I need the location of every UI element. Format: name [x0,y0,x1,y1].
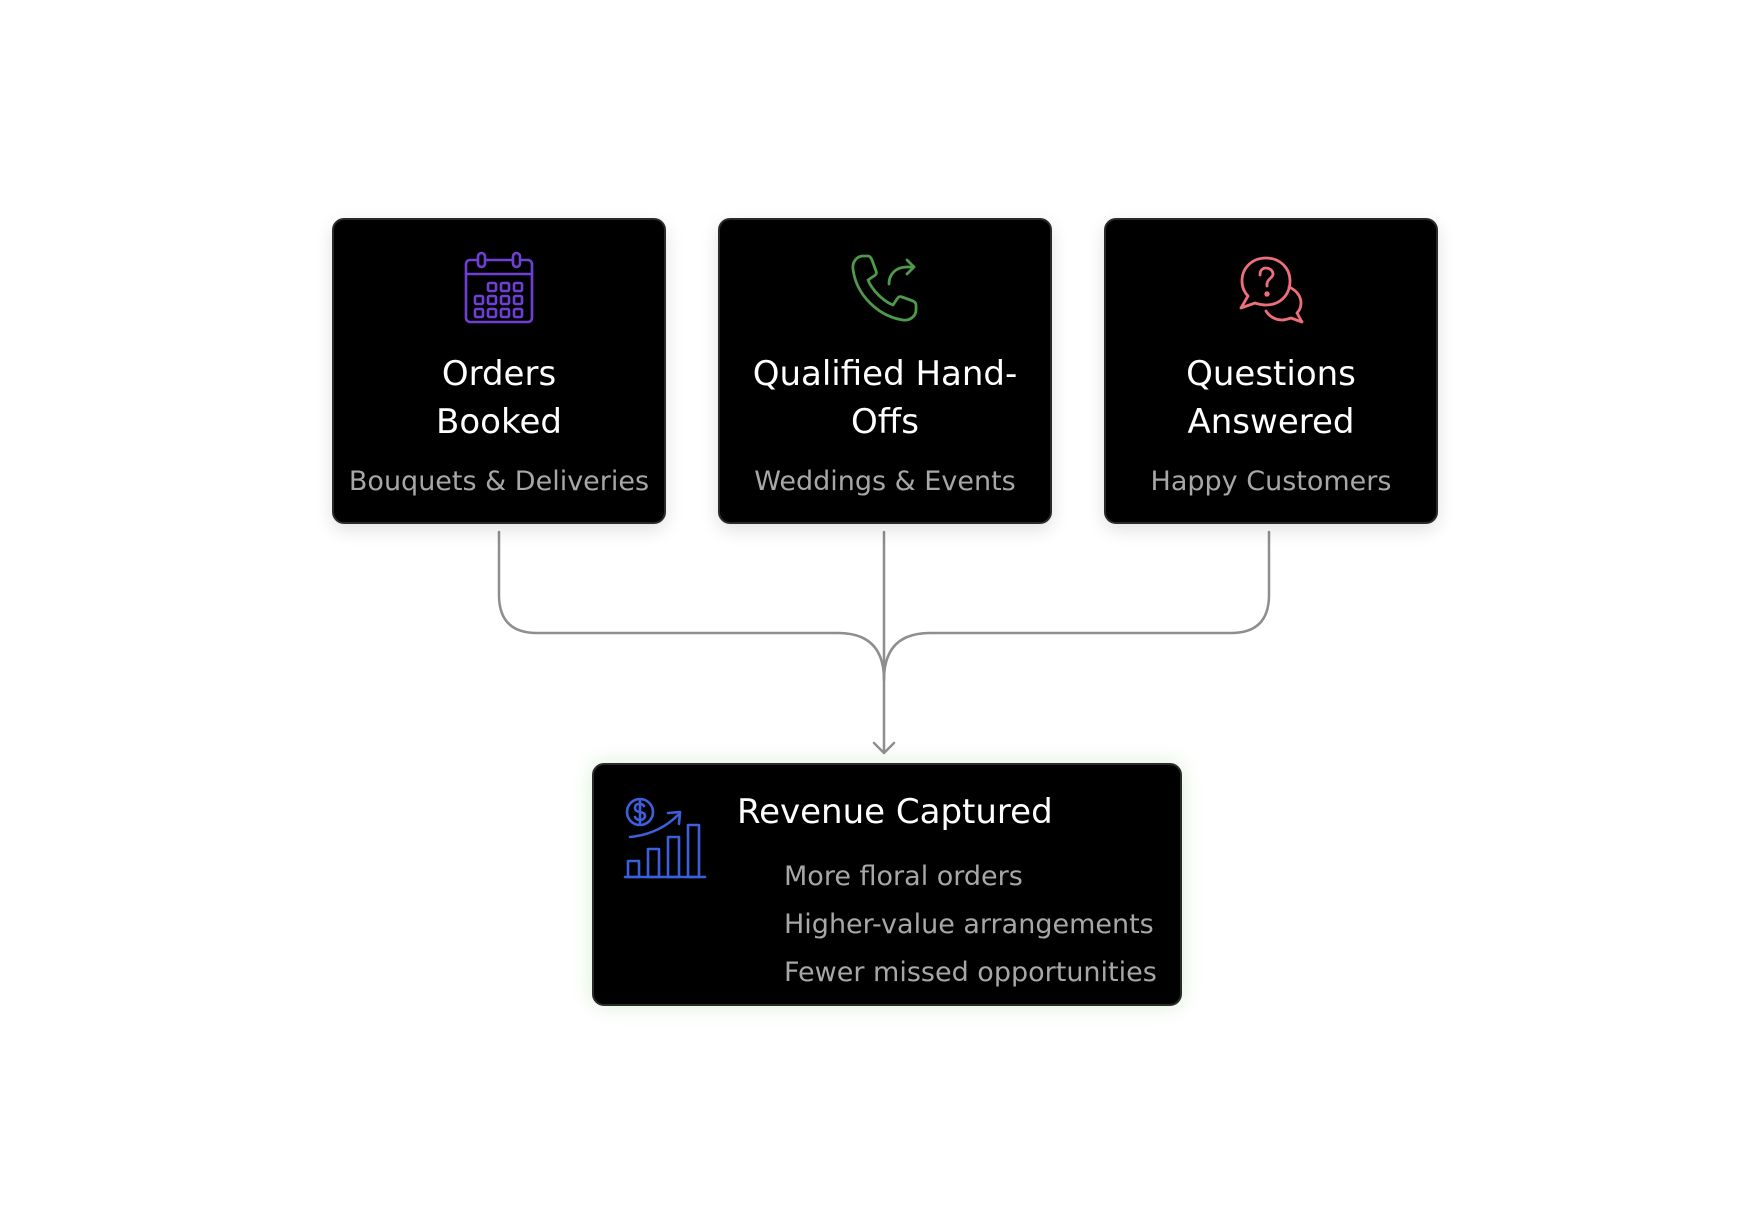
card-subtitle: Weddings & Events [754,466,1016,497]
revenue-growth-icon [623,797,707,879]
result-list-item: Higher-value arrangements [784,909,1154,940]
connector-right [882,530,1271,682]
phone-forward-icon [851,254,918,322]
card-subtitle: Bouquets & Deliveries [348,466,650,497]
result-list-item: More floral orders [784,861,1023,892]
card-title-line-1: Questions [1186,354,1356,394]
card-title: Questions Answered [1116,350,1426,446]
card-title-line-1: Orders [441,354,557,394]
card-title: Qualified Hand- Offs [730,350,1040,446]
card-title-line-2: Offs [851,402,919,442]
connector-left [497,530,886,682]
card-title-line-2: Answered [1187,402,1355,442]
revenue-captured-card: Revenue Captured More floral orders High… [592,763,1182,1006]
card-questions-answered: Questions Answered Happy Customers [1104,218,1438,524]
card-qualified-handoffs: Qualified Hand- Offs Weddings & Events [718,218,1052,524]
card-title-line-2: Booked [436,402,562,442]
card-subtitle: Happy Customers [1150,466,1392,497]
connector-arrowhead [872,741,896,755]
card-title-line-1: Qualified Hand- [752,354,1018,394]
calendar-icon [464,251,534,324]
question-chat-icon [1239,256,1304,324]
result-list: More floral orders Higher-value arrangem… [784,853,1157,997]
result-title: Revenue Captured [737,792,1053,832]
card-orders-booked: Orders Booked Bouquets & Deliveries [332,218,666,524]
result-list-item: Fewer missed opportunities [784,957,1157,988]
card-title: Orders Booked [344,350,654,446]
